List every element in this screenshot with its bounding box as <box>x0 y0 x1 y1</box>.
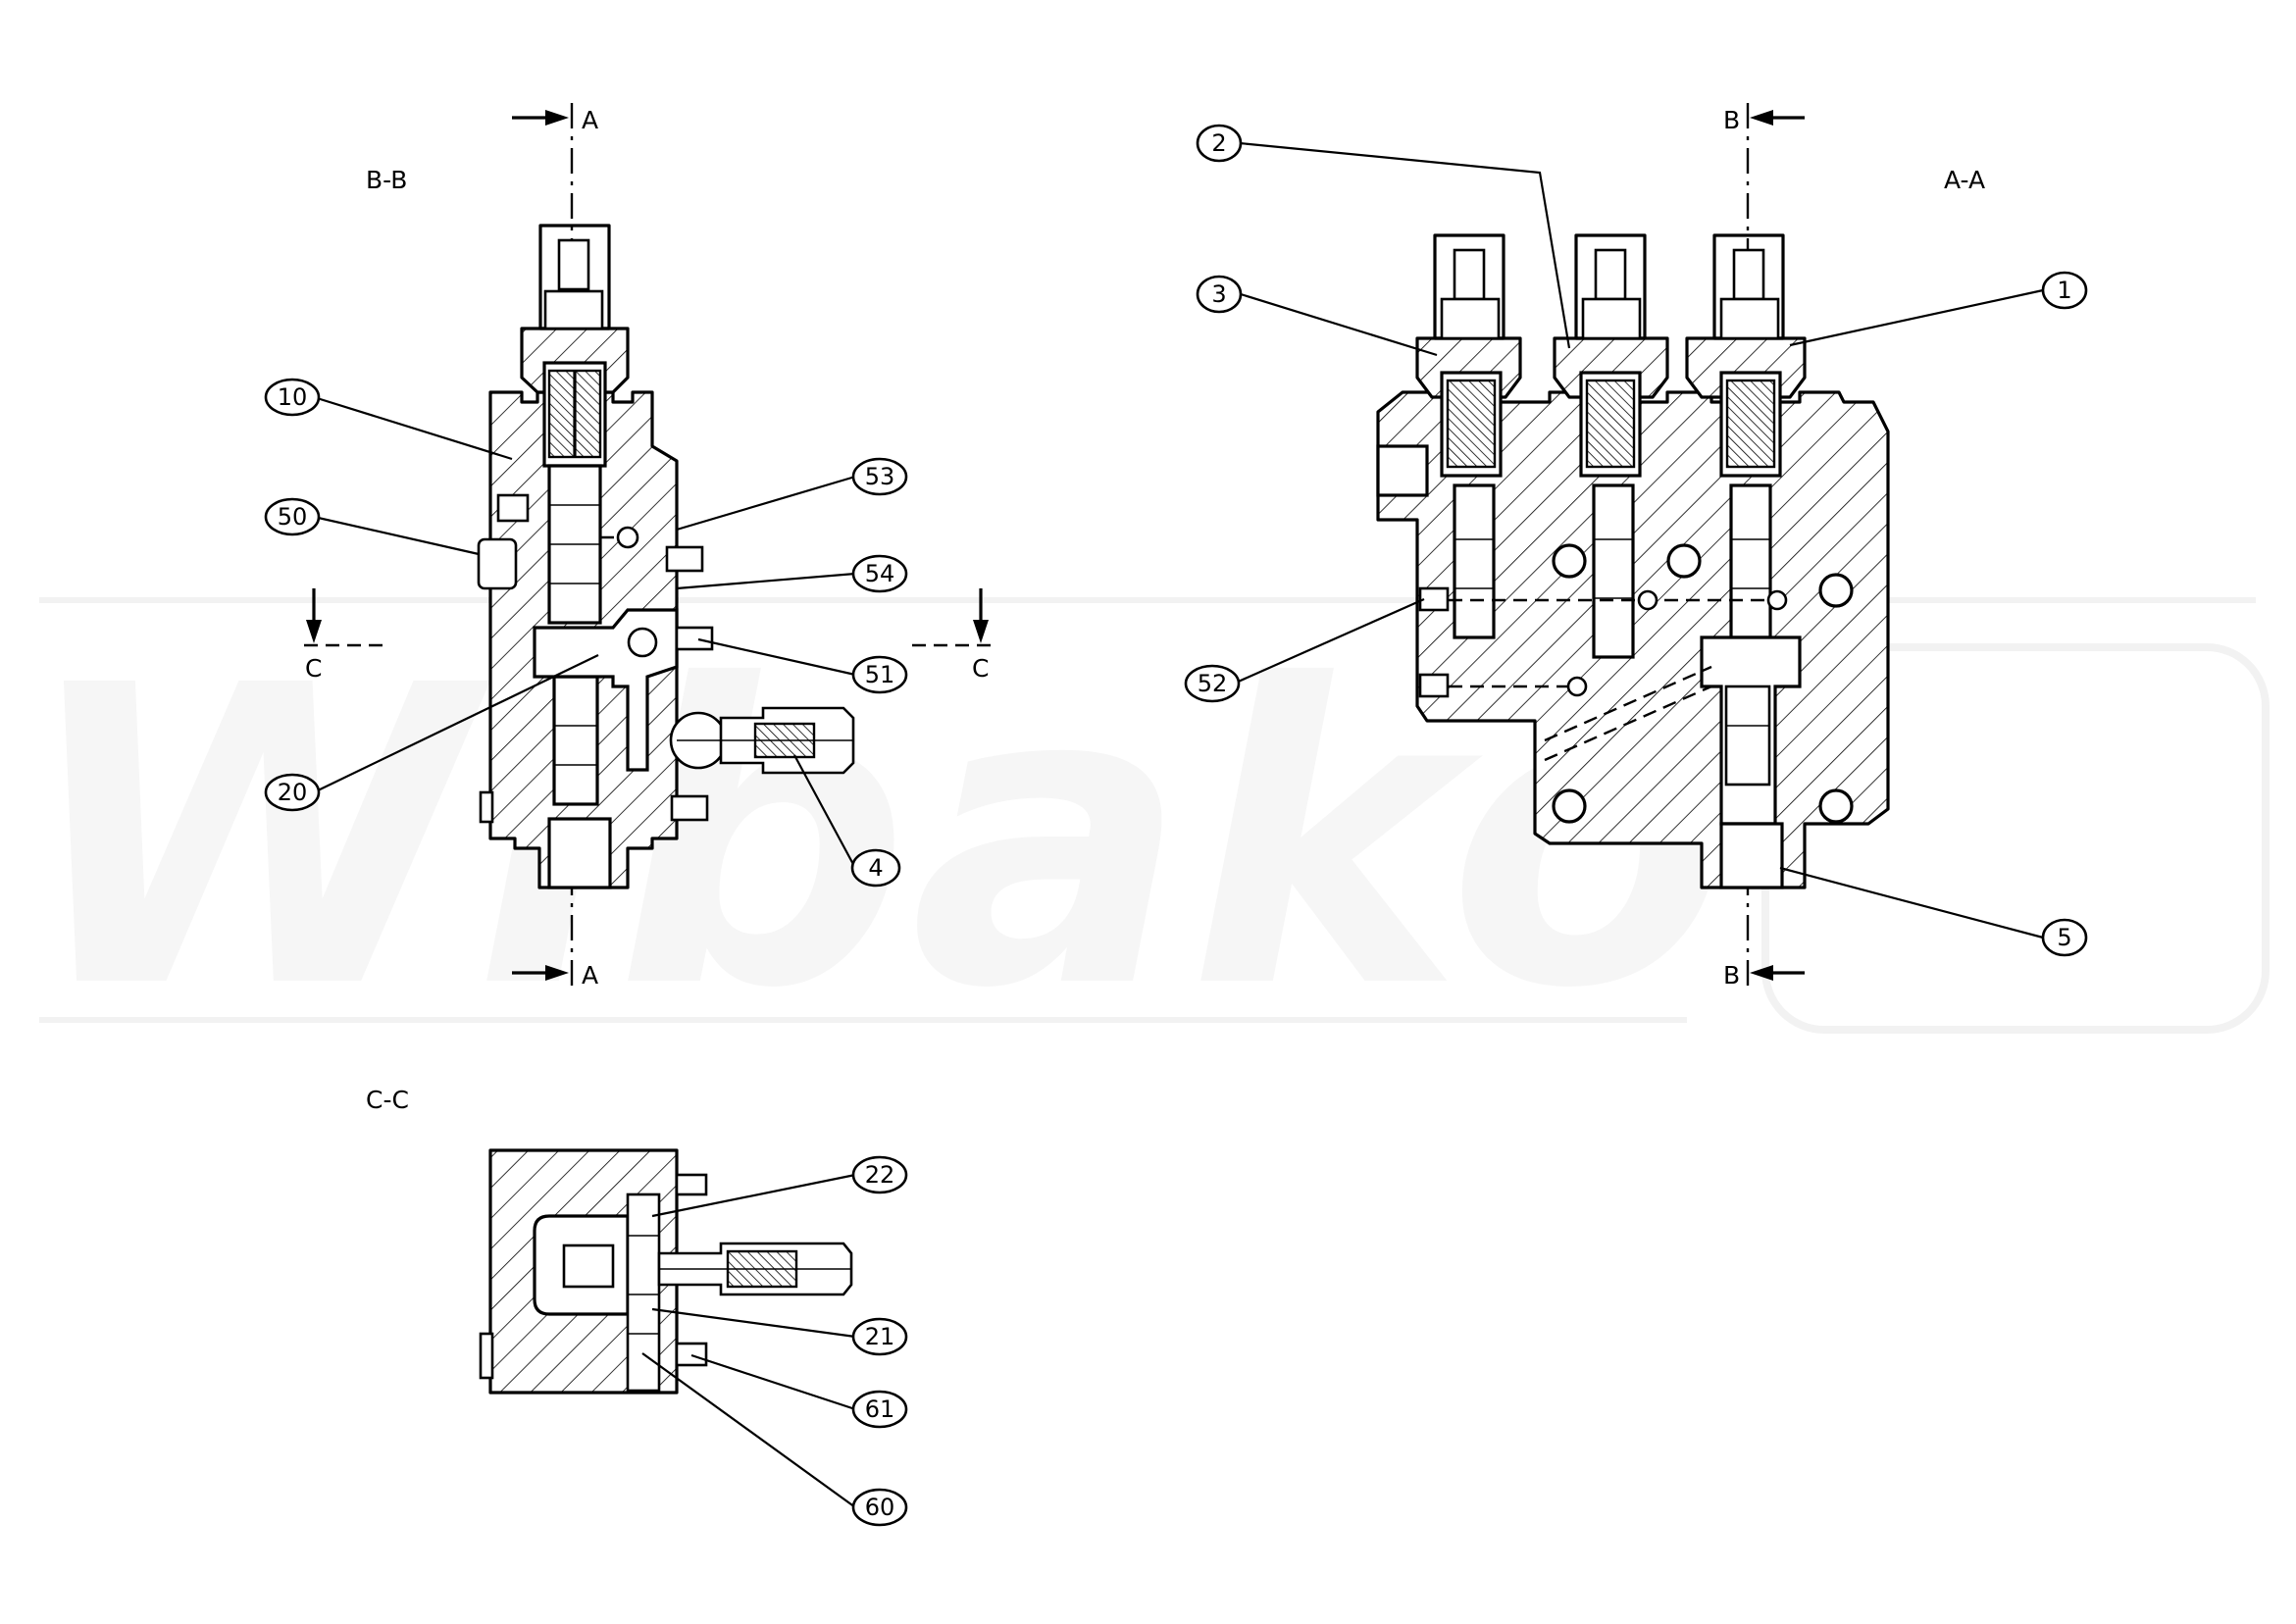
section-marker-a-bottom: A <box>512 961 598 990</box>
callout-53: 53 <box>676 457 908 532</box>
section-letter: B <box>1723 961 1740 990</box>
left-port <box>1376 444 1429 497</box>
callout-21: 21 <box>651 1307 908 1356</box>
callout-4: 4 <box>793 754 901 888</box>
lock-nut <box>1719 297 1780 340</box>
view-a-a: A-A B B <box>1184 103 2088 990</box>
side-nipple <box>479 790 494 824</box>
section-letter: B <box>1723 106 1740 134</box>
lock-nut <box>1581 297 1642 340</box>
svg-text:1: 1 <box>2057 277 2071 304</box>
screw-61 <box>675 1342 708 1367</box>
section-letter: A <box>582 106 598 134</box>
svg-text:3: 3 <box>1211 280 1226 308</box>
svg-text:54: 54 <box>865 560 895 587</box>
callout-22: 22 <box>651 1155 908 1218</box>
svg-text:60: 60 <box>865 1494 895 1521</box>
svg-text:4: 4 <box>868 854 883 882</box>
callout-52: 52 <box>1184 597 1425 703</box>
lock-nut <box>543 289 604 330</box>
bolt-hole <box>1552 543 1587 579</box>
small-plug <box>496 493 530 523</box>
section-letter: C <box>305 654 322 683</box>
callout-10: 10 <box>264 378 513 461</box>
bolt-hole <box>1818 573 1854 608</box>
lower-spool-a-a <box>1724 685 1771 787</box>
section-marker-c-right: C <box>972 588 989 683</box>
link-eye-c-c <box>562 1243 615 1289</box>
view-b-b: B-B A A C C <box>264 103 991 990</box>
callout-2: 2 <box>1196 124 1571 349</box>
adjust-screw <box>1453 248 1486 301</box>
view-title-b-b: B-B <box>366 166 407 194</box>
svg-text:10: 10 <box>278 383 308 411</box>
screw-lower <box>670 794 709 822</box>
bolt-hole <box>1818 788 1854 824</box>
bottom-port <box>547 817 612 889</box>
section-marker-c-left: C <box>305 588 322 683</box>
view-title-a-a: A-A <box>1944 166 1985 194</box>
bottom-port-a-a <box>1719 822 1784 889</box>
bolt-hole <box>1666 543 1702 579</box>
side-nipple-c-c <box>479 1332 494 1380</box>
svg-text:21: 21 <box>865 1323 895 1350</box>
plug-lower <box>1418 673 1450 698</box>
callout-61: 61 <box>690 1353 908 1429</box>
view-c-c: C-C 22 21 61 <box>366 1086 908 1527</box>
svg-text:2: 2 <box>1211 129 1226 157</box>
callout-3: 3 <box>1196 275 1438 357</box>
section-marker-b-bottom: B <box>1723 961 1805 990</box>
section-marker-b-top: B <box>1723 106 1805 134</box>
adjust-screw <box>1594 248 1627 301</box>
pin-21 <box>626 1193 661 1393</box>
screw-51 <box>675 626 714 651</box>
screw-top-c-c <box>675 1173 708 1196</box>
svg-text:22: 22 <box>865 1161 895 1189</box>
svg-text:20: 20 <box>278 779 308 806</box>
plug-50 <box>477 537 518 590</box>
callout-1: 1 <box>1789 271 2088 347</box>
callout-20: 20 <box>264 654 599 812</box>
adjust-screw <box>1732 248 1765 301</box>
passage-diagonal <box>1544 665 1712 742</box>
svg-text:5: 5 <box>2057 924 2071 951</box>
callout-5: 5 <box>1779 866 2088 957</box>
spool-bore-2 <box>1592 483 1635 659</box>
watermark: Wibako <box>39 597 2270 1034</box>
callout-51: 51 <box>697 637 908 694</box>
callout-60: 60 <box>641 1352 908 1527</box>
adjust-screw <box>557 238 590 291</box>
spool-bore-3 <box>1453 483 1496 639</box>
callout-54: 54 <box>676 554 908 593</box>
lever-pin <box>627 627 658 658</box>
bolt-hole <box>1552 788 1587 824</box>
section-letter: C <box>972 654 989 683</box>
callout-50: 50 <box>264 497 480 556</box>
svg-text:51: 51 <box>865 661 895 688</box>
view-title-c-c: C-C <box>366 1086 409 1114</box>
plug-52 <box>1418 586 1450 612</box>
section-marker-a-top: A <box>512 106 598 134</box>
screw-53 <box>665 545 704 573</box>
svg-text:50: 50 <box>278 503 308 531</box>
spool-bore-1 <box>1729 483 1772 639</box>
svg-text:53: 53 <box>865 463 895 490</box>
section-letter: A <box>582 961 598 990</box>
svg-text:52: 52 <box>1198 670 1228 697</box>
lower-spool <box>552 675 599 806</box>
svg-text:61: 61 <box>865 1396 895 1423</box>
lock-nut <box>1440 297 1501 340</box>
